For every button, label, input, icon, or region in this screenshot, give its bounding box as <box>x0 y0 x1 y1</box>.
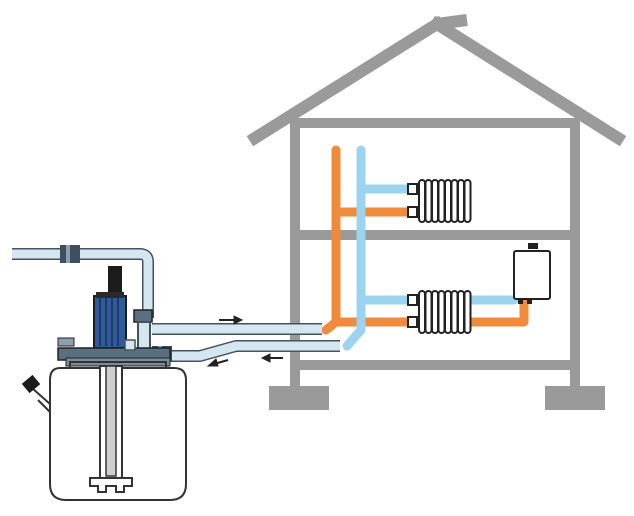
suction-pipe-inner <box>105 365 117 477</box>
roof-outline-right <box>428 15 627 147</box>
pump-vent-cap <box>124 339 136 351</box>
radiator-fin <box>431 290 439 334</box>
radiator-fin <box>444 290 452 334</box>
radiator-fin <box>431 179 439 223</box>
radiator-fin <box>418 290 426 334</box>
radiator-fin <box>444 179 452 223</box>
radiator-fin <box>463 179 472 223</box>
pump-valve-block <box>133 309 153 323</box>
radiator-fin <box>457 290 465 334</box>
radiator-icon <box>418 179 472 223</box>
hot-water-pipes <box>321 145 529 335</box>
radiator-fin <box>450 179 459 223</box>
radiator-icon <box>418 290 472 334</box>
supply-pipe-top <box>12 248 154 318</box>
supply-arrow <box>219 315 244 325</box>
valve-upper-hot <box>407 206 418 218</box>
top-pipe-coupling-ring <box>66 245 70 263</box>
right-wall <box>570 118 580 388</box>
radiator-fin <box>457 179 465 223</box>
cold-riser <box>342 145 366 351</box>
left-wall <box>290 118 300 388</box>
upper-radiator <box>407 179 472 223</box>
storage-tank <box>21 361 187 501</box>
tank-rim <box>69 361 167 368</box>
boiler-outlet-a <box>518 298 523 304</box>
boiler-outlet-b <box>527 298 532 304</box>
radiator-fin <box>418 179 426 223</box>
boiler-body <box>513 250 551 300</box>
radiator-fin <box>463 290 472 334</box>
ground-floor <box>290 360 580 370</box>
left-foundation <box>269 386 329 410</box>
valve-lower-hot <box>407 316 418 328</box>
valve-upper-cold <box>407 183 418 195</box>
cold-water-pipes <box>342 145 519 351</box>
tank-spout <box>21 374 51 413</box>
radiator-fin <box>450 290 459 334</box>
flow-arrows <box>206 315 283 367</box>
wall-boiler <box>513 243 551 304</box>
chimney-stub <box>436 14 468 30</box>
radiator-fin <box>424 290 433 334</box>
radiator-fin <box>424 179 433 223</box>
pump <box>57 266 172 367</box>
ceiling-beam <box>290 118 580 128</box>
middle-floor <box>290 230 580 240</box>
hot-return-boiler <box>463 295 529 327</box>
house-frame <box>246 14 627 410</box>
house-return-pipe-inner <box>170 341 340 361</box>
lower-radiator <box>407 290 472 334</box>
return-arrow-upper <box>260 353 283 363</box>
pump-motor <box>93 295 127 349</box>
radiator-fin <box>437 290 446 334</box>
return-arrow-lower <box>206 358 229 367</box>
roof-outline <box>246 15 446 147</box>
boiler-cap <box>528 243 538 249</box>
radiator-fin <box>437 179 446 223</box>
foot-strainer <box>89 477 133 493</box>
supply-pipe-top-inner <box>12 249 153 318</box>
pump-motor-cap <box>96 292 124 298</box>
right-foundation <box>545 386 605 410</box>
external-pipes <box>12 245 340 362</box>
pump-flange-small <box>57 337 75 347</box>
valve-lower-cold <box>407 294 418 306</box>
motor-fins <box>99 298 119 346</box>
